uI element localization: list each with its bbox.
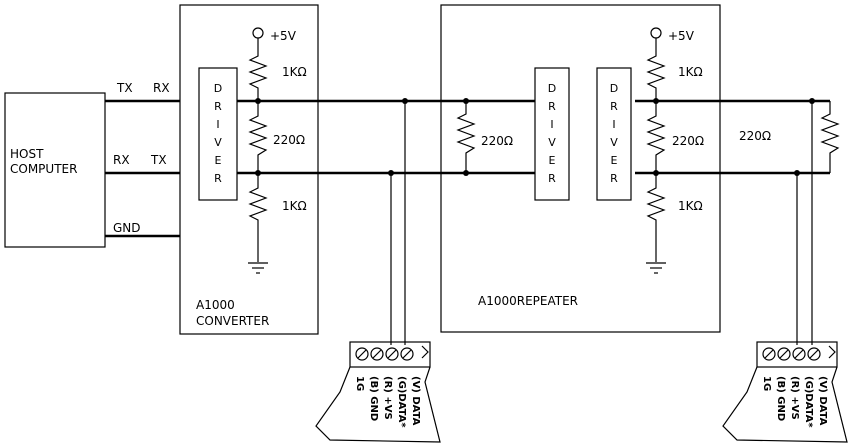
screw-terminal-icon bbox=[385, 347, 399, 361]
screw-terminal-icon bbox=[777, 347, 791, 361]
module1-label-id: 1G bbox=[354, 376, 365, 391]
repeater-driver-b-block bbox=[596, 67, 632, 201]
driver-letter: E bbox=[549, 154, 556, 167]
driver-letter: I bbox=[612, 118, 615, 131]
repeater-driver-a-block bbox=[534, 67, 570, 201]
screw-terminal-icon bbox=[792, 347, 806, 361]
end-term-resistor bbox=[820, 101, 840, 173]
converter-r-mid-label: 220Ω bbox=[273, 133, 305, 147]
repeater-input-term-resistor bbox=[456, 101, 476, 173]
module2-label-gnd: (B) GND bbox=[775, 376, 786, 421]
driver-letter: R bbox=[610, 172, 618, 185]
converter-driver-block bbox=[198, 67, 238, 201]
converter-r-bot-label: 1KΩ bbox=[282, 199, 307, 213]
repeater-r-term-label: 220Ω bbox=[481, 134, 513, 148]
repeater-supply-label: +5V bbox=[668, 29, 695, 43]
driver-letter: V bbox=[610, 136, 618, 149]
converter-box bbox=[179, 4, 319, 335]
module1-label-data-star: (G)DATA* bbox=[396, 376, 407, 428]
repeater-r-mid-label: 220Ω bbox=[672, 134, 704, 148]
module2-terminal-strip bbox=[756, 341, 838, 368]
repeater-term-resistor bbox=[646, 101, 666, 173]
converter-pullup-resistor bbox=[248, 52, 268, 101]
screw-terminal-icon bbox=[400, 347, 414, 361]
driver-letter: E bbox=[215, 154, 222, 167]
module1-terminal-strip bbox=[349, 341, 431, 368]
driver-letter: V bbox=[214, 136, 222, 149]
module2-label-vs: (R) +VS bbox=[789, 376, 800, 420]
converter-r-top-label: 1KΩ bbox=[282, 65, 307, 79]
screw-terminal-icon bbox=[762, 347, 776, 361]
repeater-pulldown-resistor bbox=[646, 173, 666, 262]
junction-dot bbox=[255, 98, 261, 104]
converter-ground-icon bbox=[248, 262, 268, 274]
module1-body bbox=[315, 366, 441, 443]
repeater-driver-a-letters: D R I V E R bbox=[548, 82, 556, 185]
terminal-module-1: (V) DATA (G)DATA* (R) +VS (B) GND 1G bbox=[315, 341, 441, 443]
module2-label-id: 1G bbox=[761, 376, 772, 391]
conv-tx-label: TX bbox=[150, 153, 167, 167]
host-tx-label: TX bbox=[116, 81, 133, 95]
driver-letter: R bbox=[610, 100, 618, 113]
driver-letter: R bbox=[548, 100, 556, 113]
driver-letter: I bbox=[216, 118, 219, 131]
repeater-r-bot-label: 1KΩ bbox=[678, 199, 703, 213]
converter-term-resistor bbox=[248, 101, 268, 173]
host-label-line1: HOST bbox=[10, 147, 44, 161]
converter-supply-terminal bbox=[252, 27, 264, 39]
module2-label-data: (V) DATA bbox=[817, 376, 828, 426]
driver-letter: D bbox=[214, 82, 222, 95]
converter-name-line2: CONVERTER bbox=[196, 314, 269, 328]
driver-letter: E bbox=[611, 154, 618, 167]
module1-label-data: (V) DATA bbox=[410, 376, 421, 426]
converter-name-line1: A1000 bbox=[196, 298, 235, 312]
host-gnd-label: GND bbox=[113, 221, 141, 235]
repeater-box bbox=[440, 4, 721, 333]
terminal-module-2: (V) DATA (G)DATA* (R) +VS (B) GND 1G bbox=[722, 341, 848, 443]
repeater-r-top-label: 1KΩ bbox=[678, 65, 703, 79]
converter-driver-letters: D R I V E R bbox=[214, 82, 222, 185]
screw-terminal-icon bbox=[807, 347, 821, 361]
junction-dot bbox=[255, 170, 261, 176]
repeater-pullup-resistor bbox=[646, 52, 666, 101]
driver-letter: D bbox=[610, 82, 618, 95]
host-rx-label: RX bbox=[113, 153, 130, 167]
host-label-line2: COMPUTER bbox=[10, 162, 77, 176]
end-term-label: 220Ω bbox=[739, 129, 771, 143]
host-computer-box bbox=[4, 92, 106, 248]
repeater-name: A1000REPEATER bbox=[478, 294, 578, 308]
module1-label-gnd: (B) GND bbox=[368, 376, 379, 421]
module1-screw-terminals bbox=[355, 345, 429, 361]
driver-letter: I bbox=[550, 118, 553, 131]
driver-letter: R bbox=[548, 172, 556, 185]
driver-letter: R bbox=[214, 172, 222, 185]
screw-terminal-icon bbox=[370, 347, 384, 361]
repeater-ground-icon bbox=[646, 262, 666, 274]
repeater-driver-b-letters: D R I V E R bbox=[610, 82, 618, 185]
converter-pulldown-resistor bbox=[248, 173, 268, 262]
module2-body bbox=[722, 366, 848, 443]
driver-letter: R bbox=[214, 100, 222, 113]
screw-terminal-icon bbox=[355, 347, 369, 361]
repeater-supply-terminal bbox=[650, 27, 662, 39]
conv-rx-label: RX bbox=[153, 81, 170, 95]
module2-label-data-star: (G)DATA* bbox=[803, 376, 814, 428]
module1-label-vs: (R) +VS bbox=[382, 376, 393, 420]
module2-screw-terminals bbox=[762, 345, 836, 361]
converter-supply-label: +5V bbox=[270, 29, 297, 43]
driver-letter: V bbox=[548, 136, 556, 149]
driver-letter: D bbox=[548, 82, 556, 95]
